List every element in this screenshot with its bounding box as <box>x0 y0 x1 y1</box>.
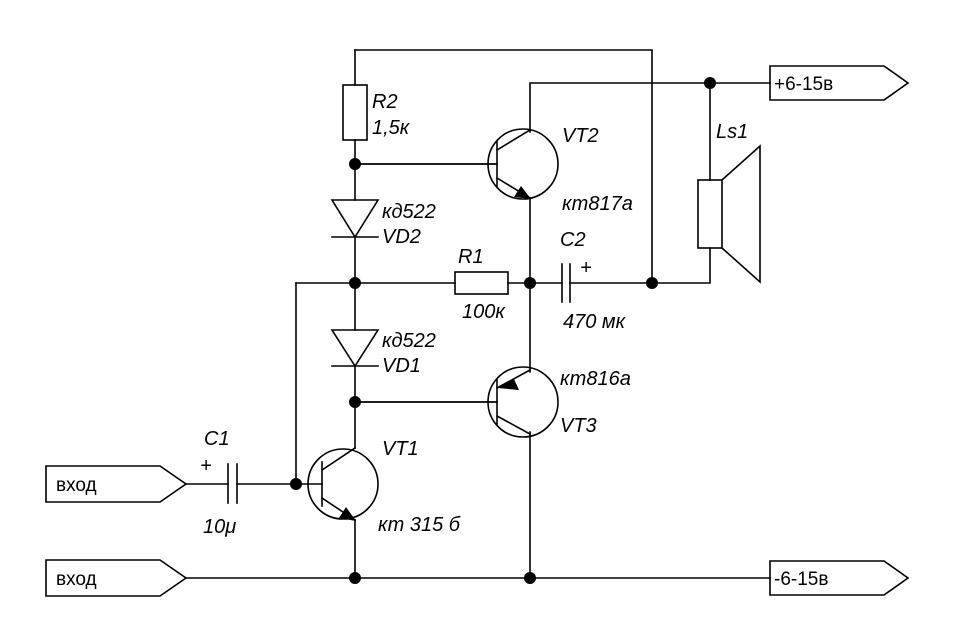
resistor-r1: R1 100к <box>454 246 509 323</box>
vt2-ref: VT2 <box>562 125 599 147</box>
transistor-vt1: VT1 кт 315 б <box>307 438 461 536</box>
vt3-part: кт816а <box>560 368 631 390</box>
c1-polarity: + <box>200 455 212 477</box>
ls1-ref: Ls1 <box>716 121 748 143</box>
c2-value: 470 мк <box>563 311 627 333</box>
speaker-ls1: Ls1 <box>697 121 761 284</box>
junction-dots <box>290 77 716 584</box>
capacitor-c2: C2 + 470 мк <box>560 229 627 333</box>
port-supply-negative: -6-15в <box>769 560 910 596</box>
vt2-part: кт817а <box>562 193 633 215</box>
c1-value: 10μ <box>203 516 236 538</box>
supply-positive-label: +6-15в <box>774 74 833 95</box>
vd2-ref: VD2 <box>382 226 421 248</box>
input-bottom-label: вход <box>56 569 97 590</box>
port-input-bottom: вход <box>45 559 188 597</box>
c2-ref: C2 <box>560 229 586 251</box>
vt3-ref: VT3 <box>560 415 597 437</box>
diode-vd1: кд522 VD1 <box>330 329 436 377</box>
transistor-vt2: VT2 кт817а <box>354 125 633 215</box>
vd1-ref: VD1 <box>382 355 421 377</box>
r1-value: 100к <box>462 301 506 323</box>
port-supply-positive: +6-15в <box>769 65 910 101</box>
vd2-part: кд522 <box>382 201 436 223</box>
vt1-part: кт 315 б <box>378 514 461 536</box>
transistor-vt3: кт816а VT3 <box>354 366 631 438</box>
vt1-ref: VT1 <box>382 438 419 460</box>
capacitor-c1: C1 + 10μ <box>200 428 238 538</box>
c1-ref: C1 <box>204 428 230 450</box>
r1-ref: R1 <box>458 246 484 268</box>
supply-negative-label: -6-15в <box>774 569 828 590</box>
r2-value: 1,5к <box>372 117 411 139</box>
r2-ref: R2 <box>372 91 398 113</box>
vd1-part: кд522 <box>382 330 436 352</box>
c2-polarity: + <box>580 257 592 279</box>
diode-vd2: кд522 VD2 <box>330 199 436 248</box>
port-input-top: вход <box>45 465 188 503</box>
input-top-label: вход <box>56 475 97 496</box>
resistor-r2: R2 1,5к <box>342 84 411 141</box>
